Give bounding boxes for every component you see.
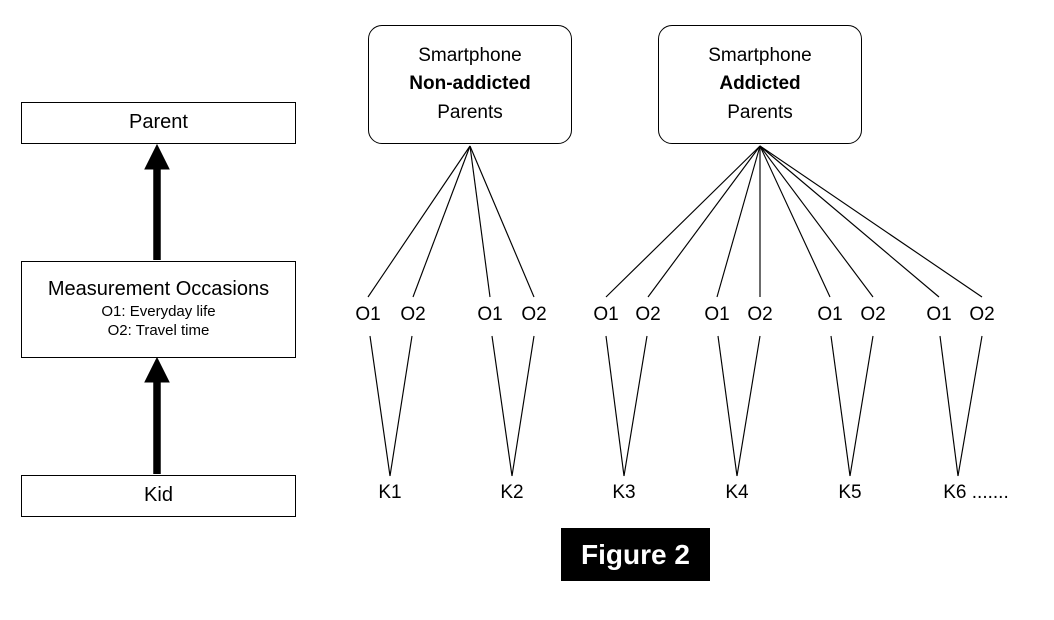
fan-addicted xyxy=(605,145,983,298)
kid-label[interactable]: K6 ....... xyxy=(943,482,1009,503)
group-nonaddicted-parents[interactable]: Smartphone Non-addicted Parents xyxy=(368,25,572,144)
group-nonaddicted-line3: Parents xyxy=(437,101,503,123)
group-addicted-parents[interactable]: Smartphone Addicted Parents xyxy=(658,25,862,144)
group-nonaddicted-line1: Smartphone xyxy=(418,45,522,67)
occasion-label[interactable]: O2 xyxy=(969,304,995,325)
figure-caption: Figure 2 xyxy=(561,528,710,581)
occasion-label[interactable]: O2 xyxy=(400,304,426,325)
measurement-occasion-o2: O2: Travel time xyxy=(107,322,210,340)
group-addicted-line3: Parents xyxy=(727,101,793,123)
arrow-measure-to-parent xyxy=(144,143,170,260)
kid-label[interactable]: K5 xyxy=(838,482,862,503)
occasion-label[interactable]: O2 xyxy=(860,304,886,325)
occasion-label[interactable]: O2 xyxy=(747,304,773,325)
occasion-label[interactable]: O2 xyxy=(521,304,547,325)
occasion-kid-connectors xyxy=(369,335,983,477)
box-kid-title: Kid xyxy=(144,484,173,507)
occasion-label[interactable]: O1 xyxy=(355,304,381,325)
kid-label[interactable]: K4 xyxy=(725,482,749,503)
occasion-label[interactable]: O1 xyxy=(704,304,730,325)
box-kid[interactable]: Kid xyxy=(21,475,296,517)
box-measurement-occasions-title: Measurement Occasions xyxy=(47,278,270,301)
kid-label[interactable]: K1 xyxy=(378,482,402,503)
arrow-kid-to-measure xyxy=(144,356,170,474)
box-measurement-occasions[interactable]: Measurement Occasions O1: Everyday life … xyxy=(21,261,296,358)
occasion-label[interactable]: O1 xyxy=(593,304,619,325)
kid-label[interactable]: K3 xyxy=(612,482,636,503)
occasion-label[interactable]: O1 xyxy=(926,304,952,325)
occasion-label[interactable]: O1 xyxy=(817,304,843,325)
occasion-label[interactable]: O1 xyxy=(477,304,503,325)
box-parent[interactable]: Parent xyxy=(21,102,296,144)
group-addicted-line1: Smartphone xyxy=(708,45,812,67)
measurement-occasion-o1: O1: Everyday life xyxy=(101,302,216,320)
box-parent-title: Parent xyxy=(129,111,188,134)
kid-label[interactable]: K2 xyxy=(500,482,524,503)
group-nonaddicted-line2: Non-addicted xyxy=(409,73,531,95)
group-addicted-line2: Addicted xyxy=(719,73,801,95)
fan-nonaddicted xyxy=(367,145,535,298)
occasion-label[interactable]: O2 xyxy=(635,304,661,325)
